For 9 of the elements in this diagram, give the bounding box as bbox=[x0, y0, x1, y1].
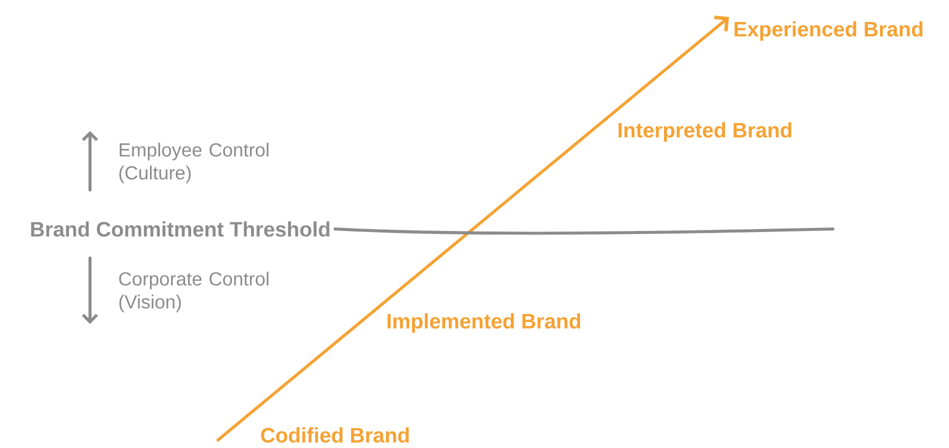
stage-label: Interpreted Brand bbox=[618, 122, 792, 142]
stage-label: Codified Brand bbox=[261, 427, 409, 443]
stage-label: Implemented Brand bbox=[388, 313, 580, 333]
threshold-label: Brand Commitment Threshold bbox=[31, 221, 330, 237]
arrow bbox=[216, 16, 729, 442]
threshold-line bbox=[334, 228, 834, 235]
control-label: Employee Control (Culture) bbox=[119, 142, 268, 184]
stage-label: Experienced Brand bbox=[734, 21, 922, 41]
control-label: Corporate Control (Vision) bbox=[119, 272, 268, 312]
